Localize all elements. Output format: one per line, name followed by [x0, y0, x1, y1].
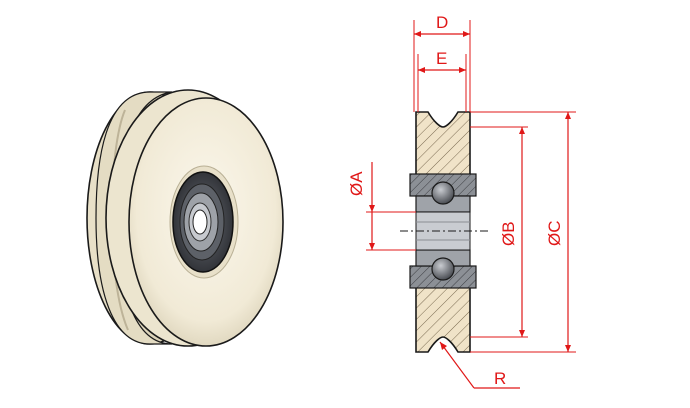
dimension-label-c: ØC	[545, 221, 564, 247]
bearing-ball-bottom	[431, 257, 455, 281]
bearing-bore	[192, 209, 208, 235]
dimension-label-d: D	[436, 13, 448, 32]
dimension-r: R	[439, 341, 520, 389]
pulley-cross-section	[400, 111, 488, 353]
pulley-wheel-3d	[86, 89, 284, 347]
dimension-b: ØB	[470, 126, 528, 338]
bearing-ball-top	[431, 181, 455, 205]
dimension-a: ØA	[347, 162, 416, 251]
dimension-label-e: E	[436, 49, 447, 68]
bearing-3d	[172, 171, 234, 273]
section-wheel-top	[415, 111, 471, 177]
dimension-e: E	[417, 49, 467, 112]
dimension-d: D	[413, 13, 471, 112]
dimension-c: ØC	[470, 111, 576, 353]
section-wheel-bottom	[415, 285, 471, 353]
dimension-label-r: R	[494, 369, 506, 388]
dimension-label-b: ØB	[499, 221, 518, 246]
dimension-label-a: ØA	[347, 171, 366, 196]
section-bearing	[400, 173, 488, 289]
